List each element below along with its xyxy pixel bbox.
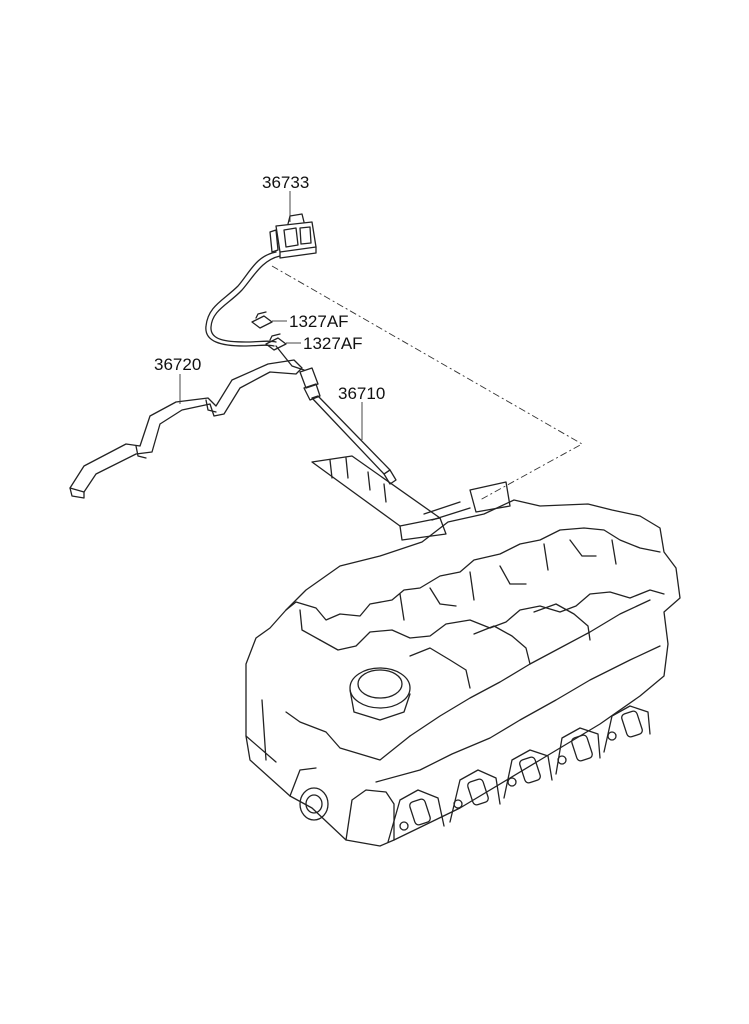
cylinder-head-assembly [245, 455, 681, 847]
callout-36733: 36733 [262, 173, 309, 192]
wire-harness [205, 251, 305, 371]
callout-36710: 36710 [338, 384, 385, 403]
connector-36733[interactable] [269, 191, 317, 259]
sensor-36710[interactable] [299, 367, 397, 485]
bracket-36720[interactable] [69, 359, 303, 499]
callout-36720: 36720 [154, 355, 201, 374]
clip-1327af-upper[interactable] [251, 311, 287, 329]
callout-1327af-lower: 1327AF [303, 334, 363, 353]
reference-dashed-line [271, 265, 583, 501]
clip-1327af-lower[interactable] [265, 333, 301, 351]
callout-1327af-upper: 1327AF [289, 312, 349, 331]
